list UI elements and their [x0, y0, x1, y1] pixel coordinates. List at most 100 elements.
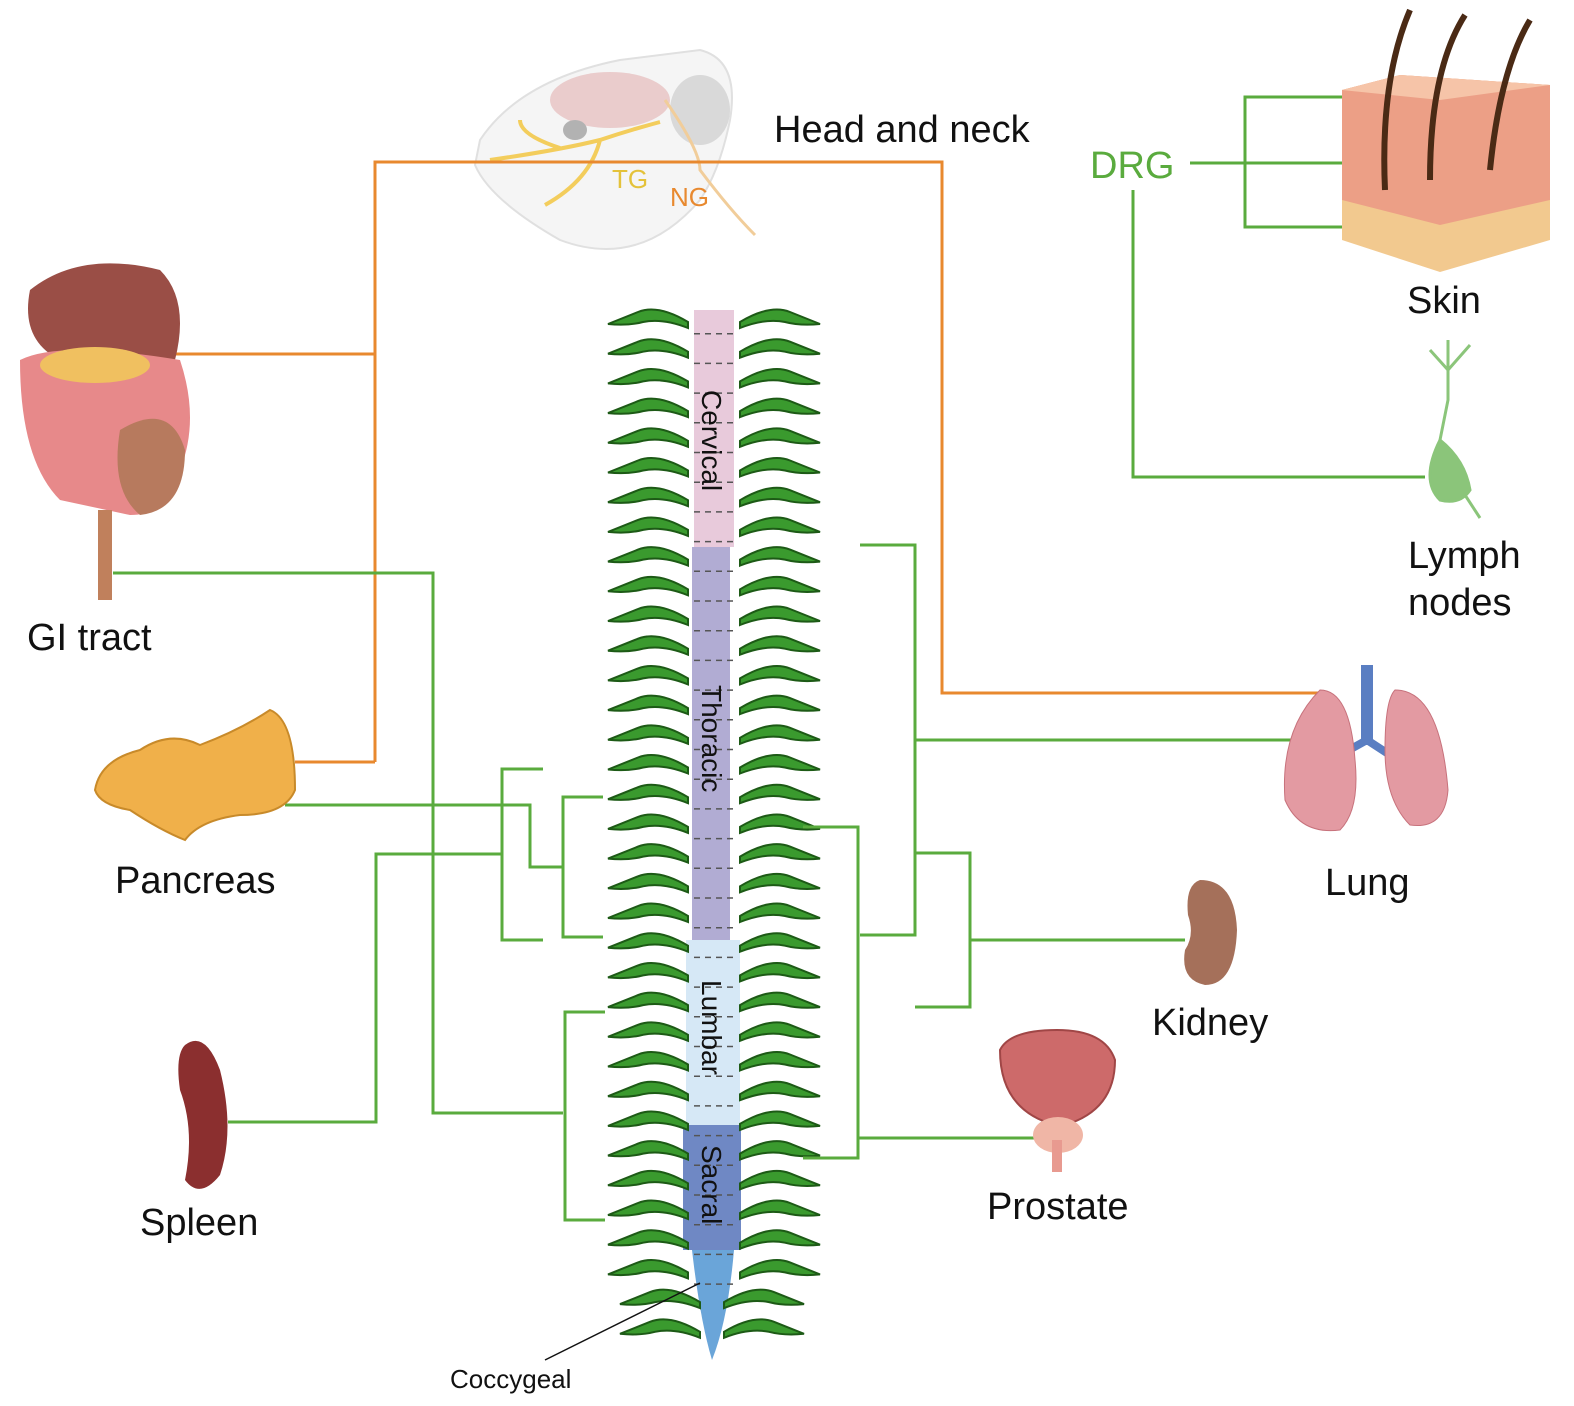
- segment-label-cervical: Cervical: [696, 390, 727, 491]
- dorsal-root-ganglia: [607, 308, 821, 1340]
- spleen-label: Spleen: [140, 1202, 258, 1244]
- mouse-head-illustration: [473, 48, 757, 250]
- ganglion-left: [607, 1140, 689, 1162]
- ganglion-left: [607, 1229, 689, 1251]
- ganglion-right: [739, 962, 821, 983]
- drg-label: DRG: [1090, 145, 1174, 187]
- coccygeal-segment: [692, 1250, 734, 1360]
- ganglion-left: [607, 1051, 689, 1072]
- ganglion-right: [739, 546, 821, 568]
- ganglion-left: [607, 1199, 689, 1221]
- ganglion-left: [607, 962, 689, 983]
- ganglion-right: [739, 635, 821, 657]
- spleen-illustration: [178, 1040, 228, 1189]
- ganglion-left: [607, 1259, 689, 1280]
- prostate-illustration: [998, 1028, 1117, 1172]
- lumbar-segment: [686, 940, 740, 1125]
- cervical-segment: [694, 310, 734, 547]
- skin-illustration: [1342, 8, 1550, 272]
- lymph-node-neuron-illustration: [1428, 340, 1482, 519]
- ganglion-left: [607, 694, 689, 716]
- ganglion-left: [607, 1021, 689, 1043]
- ganglion-right: [739, 308, 821, 330]
- ganglion-left: [619, 1318, 701, 1340]
- ganglion-right: [739, 1140, 821, 1162]
- thoracic-segment: [692, 547, 730, 940]
- pancreas-illustration: [93, 708, 297, 842]
- ng-label: NG: [670, 182, 709, 212]
- segment-label-lumbar: Lumbar: [696, 980, 727, 1075]
- coccygeal-label: Coccygeal: [450, 1364, 571, 1394]
- ganglion-left: [607, 724, 689, 746]
- ganglion-right: [739, 516, 821, 538]
- ganglion-right: [739, 754, 821, 775]
- ganglion-right: [739, 694, 821, 716]
- ganglion-right: [739, 1080, 821, 1102]
- ganglion-right: [739, 1199, 821, 1221]
- ganglion-right: [739, 665, 821, 686]
- lung-illustration: [1283, 665, 1449, 832]
- ganglion-right: [739, 1051, 821, 1072]
- ganglion-left: [607, 665, 689, 686]
- ganglion-left: [607, 754, 689, 775]
- ganglion-left: [607, 872, 689, 894]
- lymph-label-line2: nodes: [1408, 582, 1512, 624]
- coccygeal-pointer: [544, 1282, 701, 1361]
- ganglion-left: [607, 1169, 689, 1191]
- spinal-cord: [683, 310, 741, 1360]
- ganglion-right: [739, 813, 821, 835]
- pancreas-label: Pancreas: [115, 860, 276, 902]
- ganglion-left: [607, 368, 689, 389]
- ganglion-left: [607, 843, 689, 865]
- lung-label: Lung: [1325, 862, 1410, 904]
- sacral-segment: [683, 1125, 741, 1250]
- ganglion-left: [607, 1080, 689, 1102]
- spinal-connections: [113, 95, 1425, 1222]
- ganglion-right: [739, 486, 821, 508]
- prostate-label: Prostate: [987, 1186, 1129, 1228]
- ganglion-left: [607, 516, 689, 538]
- ganglion-right: [723, 1288, 805, 1310]
- ganglion-left: [607, 427, 689, 449]
- ganglion-right: [739, 1229, 821, 1251]
- ganglion-right: [739, 724, 821, 746]
- ganglion-right: [739, 872, 821, 894]
- head-neck-label: Head and neck: [774, 109, 1031, 151]
- ganglion-left: [607, 486, 689, 508]
- ganglion-left: [607, 605, 689, 627]
- tg-label: TG: [612, 164, 648, 194]
- ganglion-right: [739, 605, 821, 627]
- ganglion-right: [739, 575, 821, 597]
- ganglion-left: [607, 991, 689, 1013]
- ganglion-right: [739, 902, 821, 924]
- ganglion-left: [607, 546, 689, 568]
- ganglion-left: [607, 308, 689, 330]
- ganglion-right: [723, 1318, 805, 1340]
- lymph-label-line1: Lymph: [1408, 535, 1521, 577]
- kidney-illustration: [1184, 880, 1237, 985]
- ganglion-right: [739, 843, 821, 865]
- ganglion-left: [607, 1110, 689, 1132]
- ganglion-left: [607, 783, 689, 805]
- ganglion-right: [739, 1169, 821, 1191]
- segment-label-sacral: Sacral: [696, 1145, 727, 1224]
- ganglion-left: [607, 338, 689, 360]
- ganglion-left: [607, 902, 689, 924]
- ganglion-left: [607, 457, 689, 478]
- ganglion-left: [607, 397, 689, 419]
- ganglion-left: [607, 635, 689, 657]
- ganglion-right: [739, 783, 821, 805]
- ganglion-right: [739, 1259, 821, 1280]
- ganglion-right: [739, 397, 821, 419]
- gi-tract-illustration: [20, 263, 190, 600]
- ganglion-left: [607, 575, 689, 597]
- ganglion-left: [607, 813, 689, 835]
- ganglion-right: [739, 991, 821, 1013]
- ganglion-right: [739, 368, 821, 389]
- ganglion-right: [739, 427, 821, 449]
- ganglion-right: [739, 932, 821, 954]
- vagal-connections: [165, 160, 1322, 764]
- gi-tract-label: GI tract: [27, 617, 152, 659]
- ganglion-left: [619, 1288, 701, 1310]
